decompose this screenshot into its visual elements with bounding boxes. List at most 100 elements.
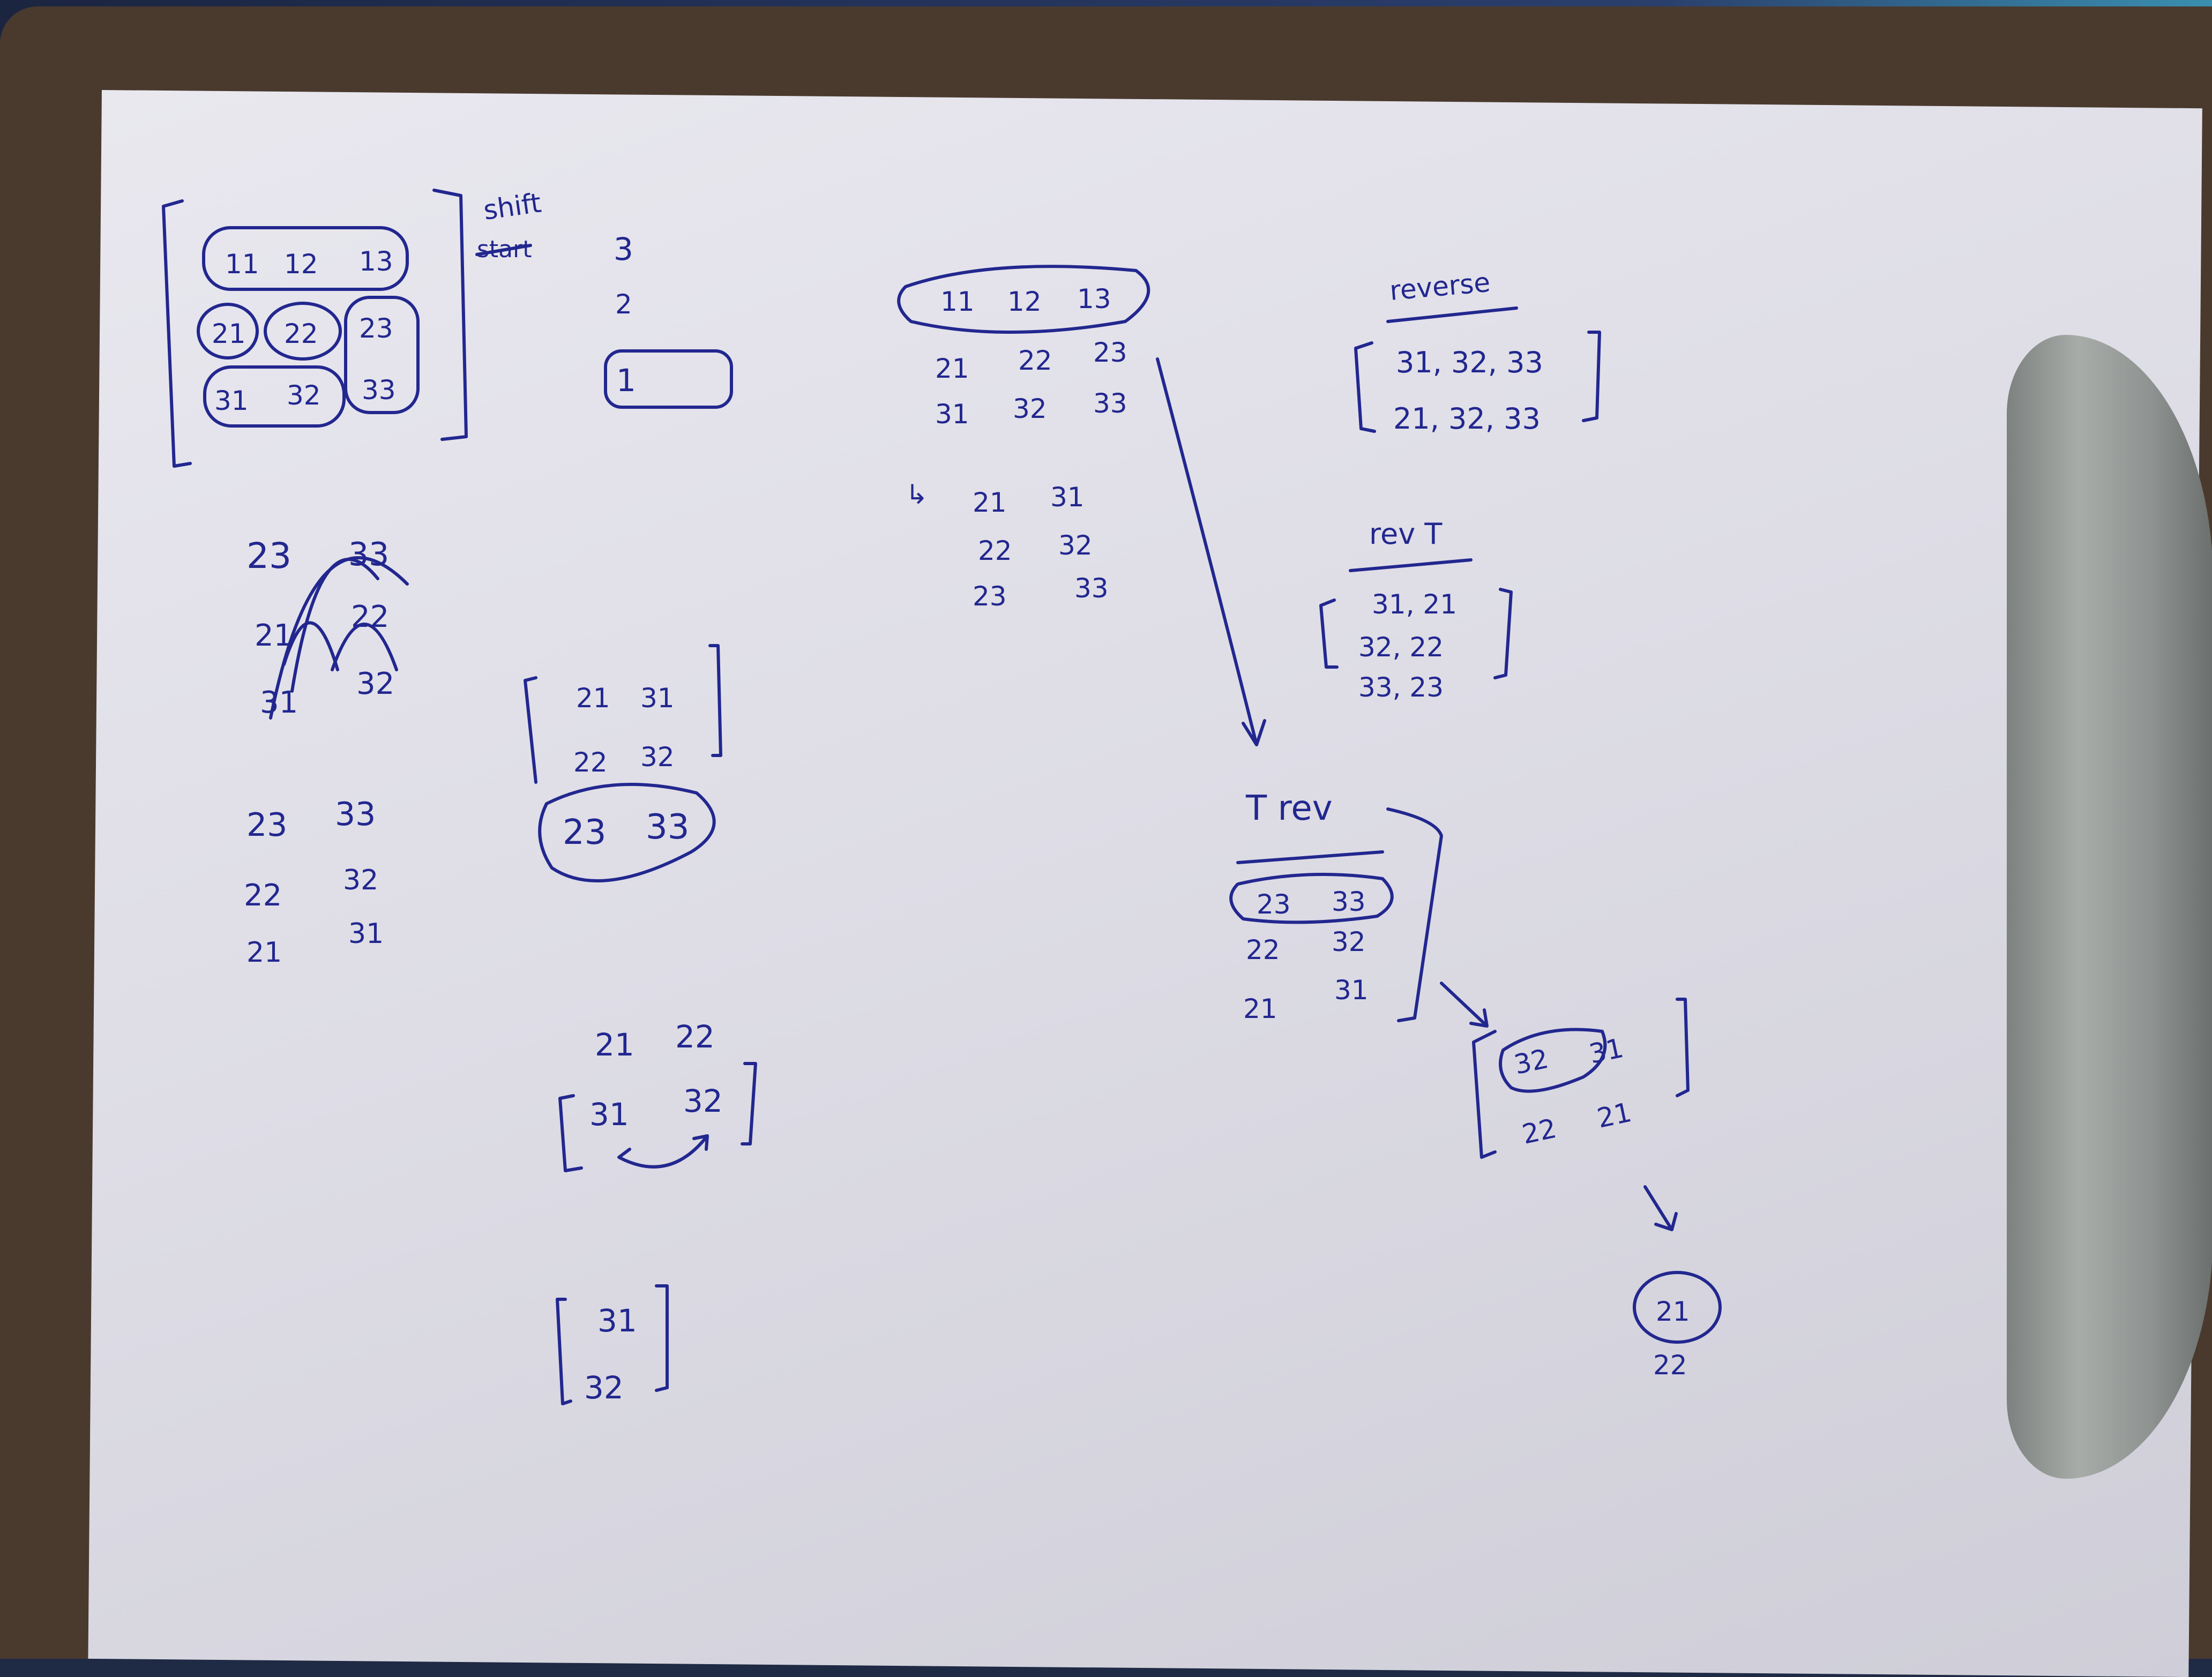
g-23: 23 <box>359 313 393 344</box>
mat-b-c23: 23 <box>563 813 606 852</box>
arrow-down-1 <box>1440 982 1489 1028</box>
col-a-32: 32 <box>343 864 378 896</box>
mat-b-32: 32 <box>640 742 675 773</box>
arc-4 <box>282 621 339 671</box>
arc-3 <box>331 623 398 671</box>
tr-23: 23 <box>1093 337 1127 368</box>
trev-32: 32 <box>1332 926 1366 957</box>
tr-13: 13 <box>1077 283 1111 315</box>
tp-32: 32 <box>1058 530 1093 561</box>
tp-33: 33 <box>1074 573 1109 604</box>
mid-c-31: 31 <box>589 1096 629 1133</box>
mid-c-22: 22 <box>675 1019 715 1055</box>
trev-bracket-right <box>1386 807 1443 1022</box>
g-33: 33 <box>362 375 396 406</box>
g-12: 12 <box>284 249 318 280</box>
arc-33: 33 <box>348 536 389 573</box>
reverse-underline <box>1386 306 1518 323</box>
revt-row1: 31, 21 <box>1372 589 1457 620</box>
big-bracket-left <box>162 199 192 468</box>
arc-23: 23 <box>246 535 292 577</box>
tp-22: 22 <box>978 535 1012 566</box>
trev-c23: 23 <box>1257 889 1291 920</box>
col-a-22: 22 <box>244 878 282 913</box>
g-22: 22 <box>284 318 318 349</box>
sm-circle <box>1499 1028 1607 1093</box>
mid-c-21: 21 <box>595 1027 634 1063</box>
tp-21: 21 <box>973 487 1007 518</box>
tp-23: 23 <box>973 581 1007 612</box>
mat-b-21: 21 <box>576 683 610 714</box>
g-13: 13 <box>359 246 393 277</box>
mat-c-right <box>741 1062 757 1146</box>
num-2: 2 <box>615 289 632 320</box>
tr-32: 32 <box>1013 393 1047 424</box>
box-1-label: 1 <box>616 362 636 399</box>
trev-31: 31 <box>1334 975 1369 1006</box>
revt-row3: 33, 23 <box>1358 672 1444 703</box>
revt-bracket-right <box>1493 588 1513 679</box>
arc-21: 21 <box>255 618 293 653</box>
revt-underline <box>1349 558 1473 572</box>
clipboard-clip <box>2007 335 2212 1479</box>
crossed-word: start <box>477 236 532 263</box>
sm-bracket-right <box>1676 998 1690 1097</box>
col-a-23: 23 <box>246 806 287 844</box>
col-a-31: 31 <box>348 918 384 950</box>
trev-circle <box>1229 873 1394 924</box>
mat-b-circle <box>538 783 716 882</box>
sm-22: 22 <box>1519 1113 1559 1150</box>
mat-d-right <box>655 1284 669 1392</box>
mat-b-right <box>708 644 722 757</box>
trev-c33: 33 <box>1332 886 1366 917</box>
rev-bracket-right <box>1582 331 1601 422</box>
g-31: 31 <box>214 385 249 416</box>
c22-circle <box>264 302 342 361</box>
row1-circle <box>202 226 409 291</box>
start-strike <box>475 244 532 256</box>
tr-31: 31 <box>935 399 969 430</box>
mat-b-left <box>524 676 537 784</box>
arrow-down-2 <box>1643 1185 1678 1231</box>
big-bracket-right <box>432 189 468 441</box>
tr-11: 11 <box>940 286 975 317</box>
arc-31: 31 <box>260 685 298 720</box>
final-22: 22 <box>1653 1350 1687 1381</box>
box-1 <box>604 349 733 409</box>
arc-22: 22 <box>351 600 389 634</box>
mat-d-left <box>556 1298 572 1405</box>
trev-underline <box>1236 850 1384 864</box>
arc-32: 32 <box>356 667 394 701</box>
tr-row1-circle <box>897 265 1150 334</box>
mid-c-32: 32 <box>683 1083 723 1119</box>
tr-22: 22 <box>1018 345 1052 376</box>
long-arrow <box>1156 357 1266 746</box>
row3-circle <box>203 365 346 428</box>
tr-21: 21 <box>935 353 969 384</box>
trev-22: 22 <box>1246 934 1280 965</box>
tp-31: 31 <box>1050 482 1085 513</box>
final-21: 21 <box>1656 1296 1690 1327</box>
mat-b-31: 31 <box>640 683 675 714</box>
c21-circle <box>197 303 259 360</box>
col-d-32: 32 <box>584 1369 624 1406</box>
num-3: 3 <box>614 231 633 267</box>
shift-label: shift <box>482 187 543 226</box>
mat-b-c33: 33 <box>646 807 689 847</box>
sm-21: 21 <box>1594 1097 1634 1134</box>
g-21: 21 <box>212 318 246 349</box>
reverse-label: reverse <box>1388 267 1491 306</box>
rev-row1: 31, 32, 33 <box>1396 346 1543 379</box>
col3-circle <box>344 296 420 414</box>
sm-bracket-left <box>1472 1030 1497 1159</box>
revt-row2: 32, 22 <box>1358 632 1444 663</box>
tr-12: 12 <box>1007 286 1042 317</box>
revt-bracket-left <box>1319 598 1339 669</box>
revt-label: rev T <box>1369 517 1443 551</box>
rev-bracket-left <box>1354 341 1376 433</box>
col-d-31: 31 <box>597 1302 637 1339</box>
sm-c31: 31 <box>1586 1032 1626 1070</box>
final-circle <box>1633 1271 1722 1344</box>
g-11: 11 <box>225 249 259 280</box>
